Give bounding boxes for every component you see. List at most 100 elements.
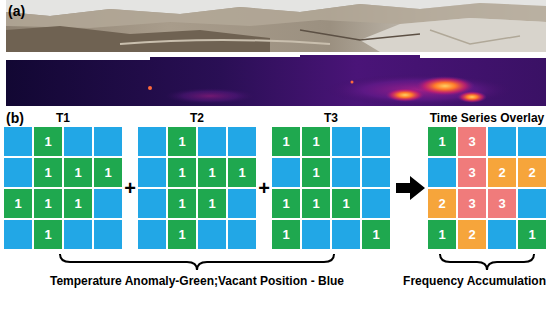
vacant-cell-grid	[4, 127, 122, 249]
quarry	[360, 18, 546, 52]
cell-count: 3	[468, 197, 475, 210]
cell-count: 1	[208, 166, 215, 179]
cell-count: 1	[178, 228, 185, 241]
anomaly-cell: 2	[428, 189, 456, 218]
curly-bracket	[60, 254, 334, 270]
anomaly-cell: 1	[4, 189, 32, 218]
cell-count: 3	[468, 135, 475, 148]
anomaly-cell: 1	[34, 189, 62, 218]
anomaly-cell: 1	[272, 220, 300, 249]
anomaly-cell: 1	[518, 220, 546, 249]
cell-count: 1	[44, 135, 51, 148]
anomaly-cell: 1	[428, 127, 456, 156]
panel-title: Time Series Overlay	[407, 110, 550, 127]
thermal-glow	[325, 74, 515, 106]
cell-count: 1	[528, 228, 535, 241]
vacant-cell-grid	[428, 127, 546, 249]
anomaly-cell: 1	[362, 220, 390, 249]
anomaly-cell: 1	[94, 158, 122, 187]
anomaly-cell: 3	[488, 189, 516, 218]
anomaly-cell: 1	[332, 189, 360, 218]
cell-count: 2	[498, 166, 505, 179]
label-holder: Temperature Anomaly-Green;Vacant Positio…	[50, 275, 344, 289]
anomaly-cell: 1	[302, 189, 330, 218]
anomaly-cell: 1	[302, 127, 330, 156]
cell-count: 1	[312, 166, 319, 179]
caption-label: Frequency Accumulation	[403, 275, 546, 289]
grid-panel: T111111111	[4, 110, 122, 249]
anomaly-cell: 1	[168, 158, 196, 187]
plus-sign: +	[258, 177, 270, 200]
anomaly-cell: 2	[518, 158, 546, 187]
cell-count: 1	[312, 197, 319, 210]
cell-count: 1	[44, 197, 51, 210]
cell-count: 1	[438, 135, 445, 148]
cell-count: 1	[312, 135, 319, 148]
anomaly-cell: 2	[458, 220, 486, 249]
anomaly-cell: 2	[488, 158, 516, 187]
hot-spot	[457, 91, 487, 103]
anomaly-cell: 1	[34, 127, 62, 156]
anomaly-cell: 3	[458, 158, 486, 187]
cell-count: 1	[372, 228, 379, 241]
anomaly-cell: 1	[168, 220, 196, 249]
hot-spot	[148, 86, 152, 90]
panel-title: T3	[251, 110, 411, 127]
hot-spot	[385, 88, 425, 102]
cell-count: 1	[74, 197, 81, 210]
anomaly-cell: 1	[198, 158, 226, 187]
vacant-cells	[4, 127, 122, 249]
anomaly-cell: 1	[428, 220, 456, 249]
slope	[6, 26, 270, 52]
vacant-cells	[138, 127, 256, 249]
thermal-glow	[165, 88, 255, 104]
cell-count: 1	[238, 166, 245, 179]
site-photo	[6, 0, 546, 52]
cell-count: 1	[104, 166, 111, 179]
vacant-cells	[272, 127, 390, 249]
label-holder: Frequency Accumulation	[403, 275, 546, 289]
cell-count: 2	[438, 197, 445, 210]
anomaly-cell: 1	[168, 127, 196, 156]
vacant-cells	[428, 127, 546, 249]
anomaly-cell: 1	[272, 127, 300, 156]
label-holder: +	[258, 177, 270, 200]
anomaly-cell: 1	[168, 189, 196, 218]
caption-label: Temperature Anomaly-Green;Vacant Positio…	[50, 275, 344, 289]
thermal-image	[6, 55, 546, 106]
panel-title: T2	[117, 110, 277, 127]
anomaly-cell: 1	[272, 189, 300, 218]
crack	[300, 30, 420, 40]
anomaly-cell: 1	[34, 158, 62, 187]
hot-spot	[351, 81, 354, 84]
crack	[430, 30, 520, 44]
cell-count: 1	[44, 166, 51, 179]
grid-panel: T21111111	[138, 110, 256, 249]
cell-count: 2	[528, 166, 535, 179]
cell-count: 1	[74, 166, 81, 179]
anomaly-cell: 1	[302, 158, 330, 187]
road	[120, 40, 330, 44]
cell-count: 1	[44, 228, 51, 241]
anomaly-cell: 1	[198, 189, 226, 218]
thermal-ground	[6, 55, 546, 106]
cell-count: 1	[282, 228, 289, 241]
label-holder: +	[124, 177, 136, 200]
cell-count: 1	[282, 135, 289, 148]
anomaly-cell: 3	[458, 127, 486, 156]
cell-count: 1	[342, 197, 349, 210]
anomaly-cell: 3	[458, 189, 486, 218]
grid-panel: T311111111	[272, 110, 390, 249]
panel-letter: (a)	[8, 3, 25, 19]
vacant-cell-grid	[138, 127, 256, 249]
cell-count: 2	[468, 228, 475, 241]
label-holder: (a)	[8, 3, 25, 19]
cell-count: 1	[438, 228, 445, 241]
cell-count: 1	[178, 135, 185, 148]
anomaly-cell: 1	[228, 158, 256, 187]
photo-ground	[6, 0, 546, 52]
label-holder: (b)	[6, 110, 24, 126]
